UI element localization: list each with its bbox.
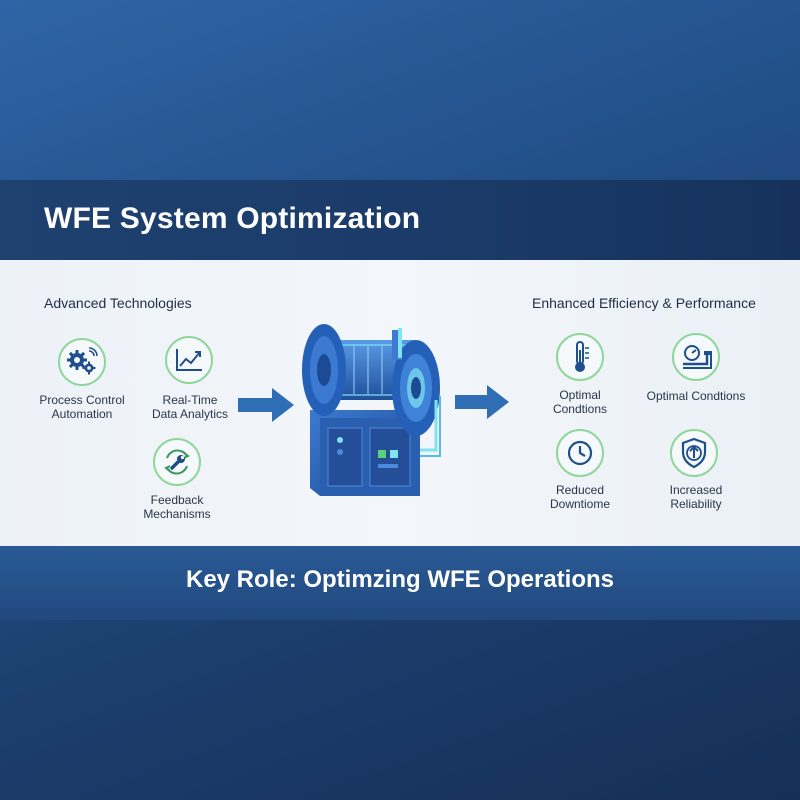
caption-line: Optimal (559, 388, 601, 402)
caption-line: Downtiome (549, 497, 611, 511)
page-title: WFE System Optimization (44, 202, 421, 235)
wrench-cycle-icon (153, 438, 201, 486)
caption-line: Mechanisms (143, 507, 211, 521)
caption-line: Process Control (39, 393, 125, 407)
advanced-technologies-heading: Advanced Technologies (44, 295, 192, 311)
wfe-machine-illustration (302, 324, 441, 496)
enhanced-efficiency-heading: Enhanced Efficiency & Performance (532, 295, 756, 311)
feedback-caption: Feedback Mechanisms (117, 493, 237, 521)
optimal-conditions-caption-2: Optimal Condtions (636, 389, 756, 403)
increased-reliability-caption: Increased Reliability (636, 483, 756, 511)
caption-line: Real-Time (162, 393, 218, 407)
gauge-pipe-icon (672, 333, 720, 381)
caption-line: Reliability (670, 497, 722, 511)
optimal-conditions-caption: Optimal Condtions (520, 388, 640, 416)
caption-line: Optimal Condtions (646, 389, 746, 403)
caption-line: Data Analytics (151, 407, 229, 421)
thermometer-icon (556, 333, 604, 381)
chart-trend-icon (165, 336, 213, 384)
arrow-right-icon (238, 388, 294, 422)
arrow-right-icon (455, 385, 509, 419)
real-time-caption: Real-Time Data Analytics (130, 393, 250, 421)
clock-icon (556, 429, 604, 477)
gears-icon (58, 338, 106, 386)
caption-line: Increased (669, 483, 723, 497)
footer-title: Key Role: Optimzing WFE Operations (185, 566, 615, 593)
footer-band (0, 546, 800, 620)
caption-line: Condtions (552, 402, 608, 416)
caption-line: Feedback (150, 493, 204, 507)
reduced-downtime-caption: Reduced Downtiome (520, 483, 640, 511)
caption-line: Automation (51, 407, 113, 421)
process-control-caption: Process Control Automation (22, 393, 142, 421)
caption-line: Reduced (555, 483, 605, 497)
title-band (0, 180, 800, 260)
shield-up-icon (670, 429, 718, 477)
